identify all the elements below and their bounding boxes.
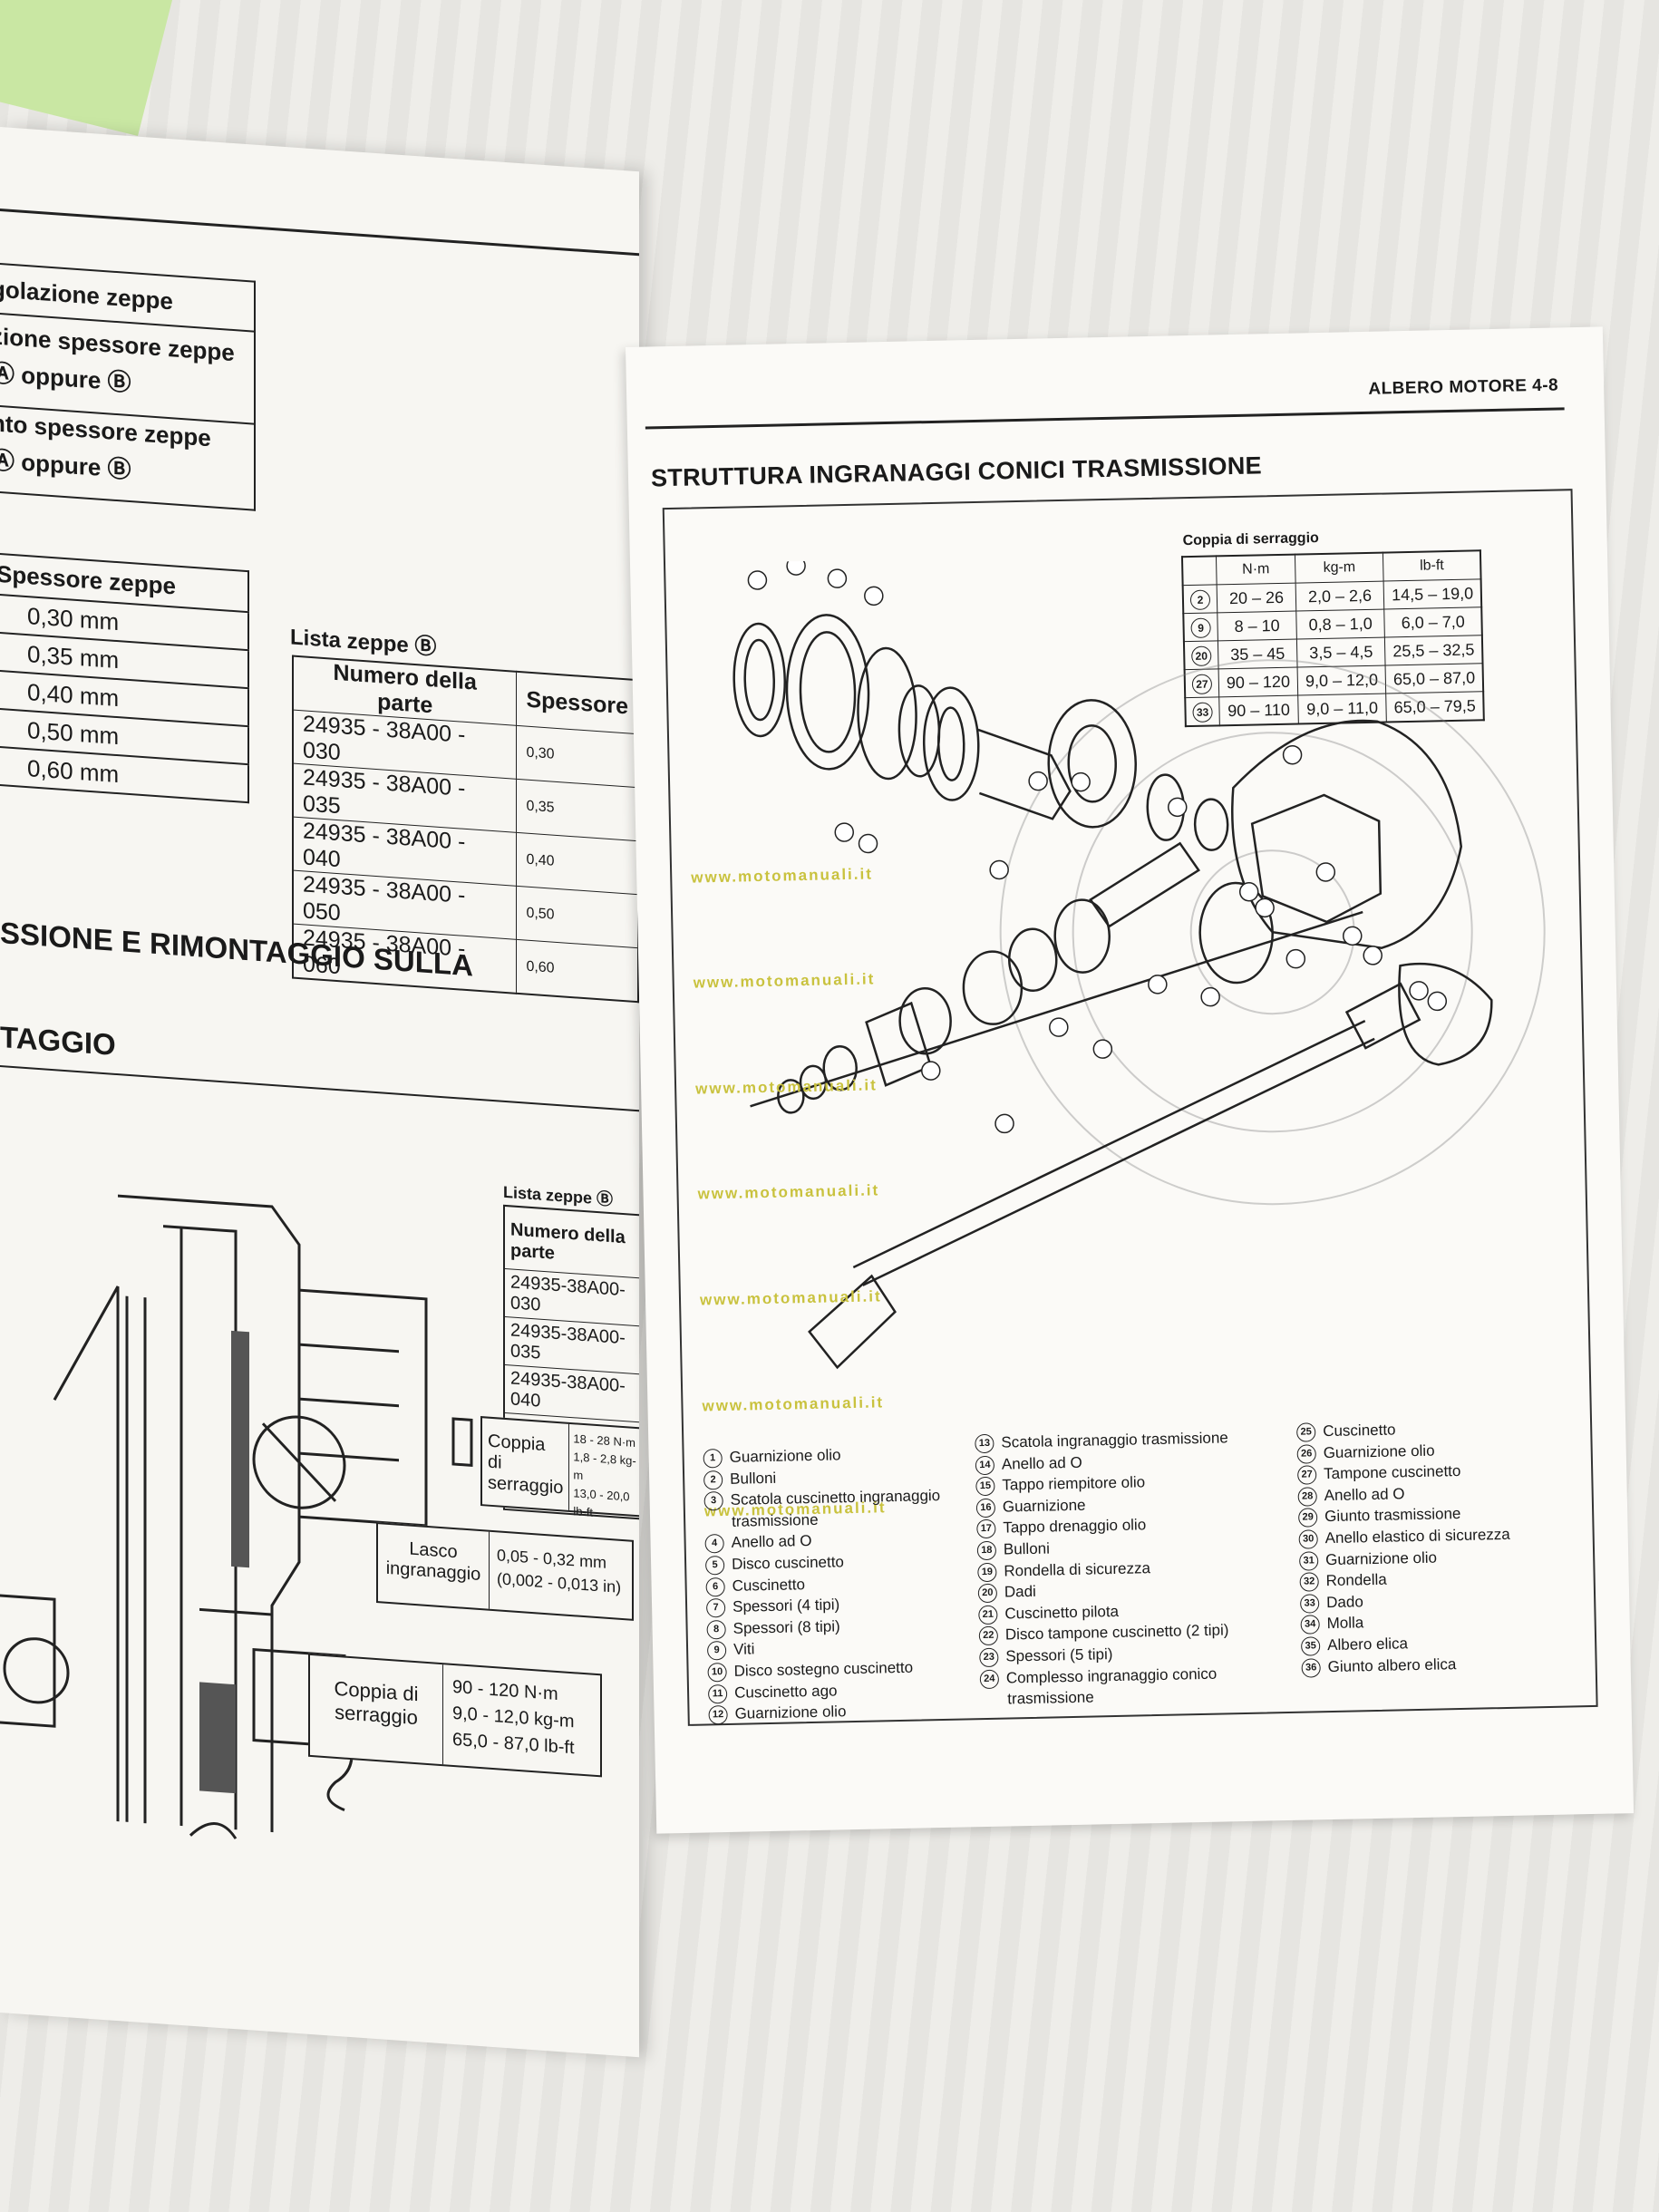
watermark-text: www.motomanuali.it xyxy=(702,1393,885,1415)
torque-callout-2: Coppia di serraggio 90 - 120 N·m 9,0 - 1… xyxy=(308,1653,602,1778)
table-cell: 0,30 xyxy=(516,725,638,788)
left-page: golazione zeppe zione spessore zeppe Ⓐ o… xyxy=(0,127,639,2058)
callout-label: Coppia di serraggio xyxy=(310,1654,443,1765)
watermark-text: www.motomanuali.it xyxy=(691,865,874,887)
section-rule xyxy=(0,1065,639,1112)
watermark-text: www.motomanuali.it xyxy=(699,1287,882,1309)
shim-list-title: Lista zeppe Ⓑ xyxy=(290,625,437,660)
torque-callout-1: Coppia di serraggio 18 - 28 N·m 1,8 - 2,… xyxy=(480,1416,639,1519)
torque-table-title: Coppia di serraggio xyxy=(1182,530,1320,549)
callout-value: 1,8 - 2,8 kg-m xyxy=(573,1450,636,1482)
right-page: ALBERO MOTORE 4-8 STRUTTURA INGRANAGGI C… xyxy=(626,326,1635,1834)
table-cell: 0,60 xyxy=(516,939,638,1003)
gearcase-section-drawing xyxy=(0,1194,473,1839)
page-header: ALBERO MOTORE 4-8 xyxy=(1368,375,1559,399)
exploded-view-drawing xyxy=(732,556,1546,1370)
watermark-text: www.motomanuali.it xyxy=(697,1181,880,1203)
box-title: golazione zeppe xyxy=(0,275,254,333)
callout-label: Coppia di serraggio xyxy=(482,1418,570,1510)
drawing-list-header: Numero della parte xyxy=(505,1211,639,1280)
shim-thickness-table: Spessore zeppe 0,30 mm 0,35 mm 0,40 mm 0… xyxy=(0,552,249,804)
table-cell: 0,40 xyxy=(516,832,638,895)
table-header: Spessore xyxy=(516,671,638,734)
header-rule xyxy=(0,209,639,257)
shim-adjustment-box: golazione zeppe zione spessore zeppe Ⓐ o… xyxy=(0,262,256,511)
section-heading: TAGGIO xyxy=(0,1020,116,1062)
watermark-text: www.motomanuali.it xyxy=(694,1076,878,1098)
table-cell: 0,50 xyxy=(516,886,638,948)
table-cell: 0,35 xyxy=(516,779,638,841)
watermark-text: www.motomanuali.it xyxy=(693,970,876,992)
callout-value: 13,0 - 20,0 lb-ft xyxy=(573,1486,630,1519)
page-title: STRUTTURA INGRANAGGI CONICI TRASMISSIONE xyxy=(650,451,1263,492)
callout-label: Lasco ingranaggio xyxy=(378,1524,490,1609)
header-rule xyxy=(645,407,1565,430)
